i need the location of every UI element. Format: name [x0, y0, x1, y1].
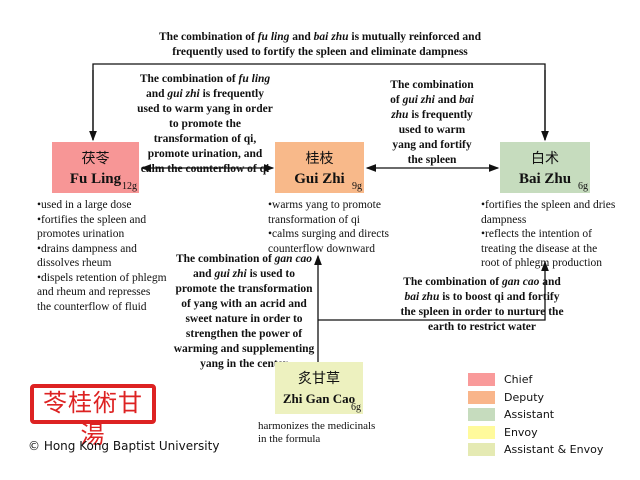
herb-box-bai-zhu: 白术 Bai Zhu 6g	[500, 142, 590, 193]
legend-swatch	[468, 425, 495, 439]
gan-cao-bai-zhu-description: The combination of gan cao and bai zhu i…	[400, 276, 564, 333]
legend-item-assistant-envoy: Assistant & Envoy	[468, 441, 603, 459]
legend-item-chief: Chief	[468, 371, 603, 389]
gan-cao-gui-zhi-description: The combination of gan cao and gui zhi i…	[173, 253, 315, 370]
gc-bz-arrow	[318, 260, 549, 321]
herb-box-fu-ling: 茯苓 Fu Ling 12g	[52, 142, 139, 193]
herb-name: Gui Zhi	[294, 171, 345, 187]
formula-seal-logo: 苓桂術甘湯	[30, 384, 156, 449]
herb-name: Fu Ling	[69, 171, 122, 187]
copyright: © Hong Kong Baptist University	[28, 439, 220, 453]
herb-chinese-name: 白术	[531, 152, 559, 167]
herb-chinese-name: 桂枝	[305, 152, 334, 167]
fu-ling-notes: •used in a large dose•fortifies the sple…	[37, 199, 167, 313]
legend-item-envoy: Envoy	[468, 424, 603, 442]
herb-name: Zhi Gan Cao	[282, 391, 356, 406]
fu-ling-gui-zhi-description: The combination of fu ling and gui zhi i…	[137, 73, 273, 175]
herb-chinese-name: 炙甘草	[298, 372, 340, 387]
herb-dose: 6g	[351, 402, 361, 413]
herb-name: Bai Zhu	[518, 171, 572, 187]
fu-ling-bai-zhu-description: The combination of fu ling and bai zhu i…	[159, 31, 481, 58]
legend-swatch	[468, 390, 495, 404]
legend-swatch	[468, 408, 495, 422]
legend-label: Assistant	[504, 408, 555, 422]
herb-chinese-name: 茯苓	[81, 152, 110, 167]
legend-label: Assistant & Envoy	[504, 443, 604, 457]
herb-box-gui-zhi: 桂枝 Gui Zhi 9g	[275, 142, 364, 193]
legend-label: Deputy	[504, 390, 545, 404]
legend-item-assistant: Assistant	[468, 406, 603, 424]
legend: Chief Deputy Assistant Envoy Assistant &…	[468, 371, 603, 459]
herb-dose: 12g	[122, 181, 137, 192]
gui-zhi-bai-zhu-description: The combination of gui zhi and bai zhu i…	[390, 79, 474, 166]
legend-label: Envoy	[504, 425, 538, 439]
legend-label: Chief	[504, 373, 533, 387]
legend-swatch	[468, 373, 495, 387]
herb-dose: 6g	[578, 181, 588, 192]
legend-swatch	[468, 443, 495, 457]
legend-item-deputy: Deputy	[468, 389, 603, 407]
herb-box-zhi-gan-cao: 炙甘草 Zhi Gan Cao 6g	[275, 362, 363, 414]
herb-dose: 9g	[352, 181, 362, 192]
